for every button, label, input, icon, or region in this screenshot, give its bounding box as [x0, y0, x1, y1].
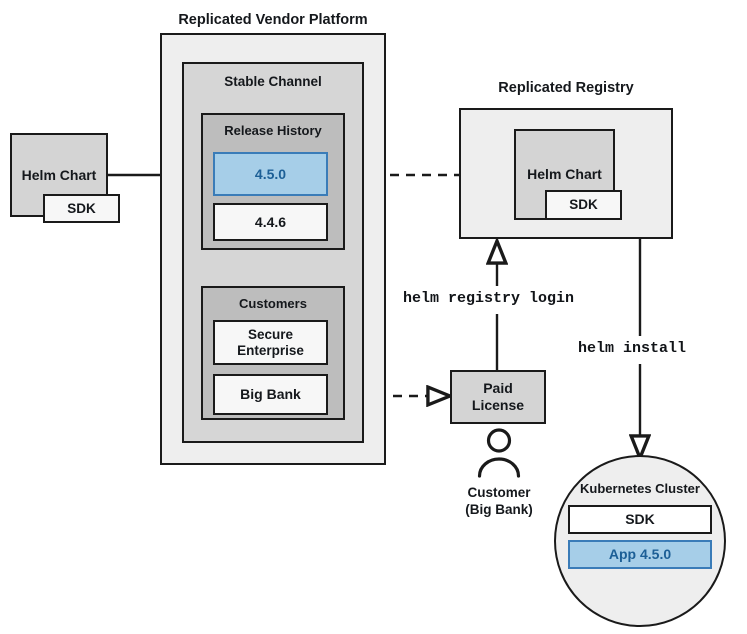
- command-helm-install: helm install: [578, 340, 687, 357]
- release-version-label: 4.5.0: [254, 165, 287, 182]
- paid-license-box[interactable]: Paid License: [450, 370, 546, 424]
- release-item-4-5-0[interactable]: 4.5.0: [213, 152, 328, 196]
- registry-title: Replicated Registry: [498, 80, 634, 96]
- command-helm-registry-login: helm registry login: [403, 290, 575, 307]
- customer-person-icon: [477, 428, 521, 478]
- customer-item-big-bank[interactable]: Big Bank: [213, 374, 328, 415]
- source-helm-chart-label: Helm Chart: [21, 166, 97, 183]
- customer-name-label: Big Bank: [240, 386, 301, 403]
- cluster-component-sdk[interactable]: SDK: [568, 505, 712, 534]
- cluster-component-label: App 4.5.0: [608, 546, 672, 563]
- kubernetes-cluster-label: Kubernetes Cluster: [580, 481, 700, 496]
- customers-label: Customers: [239, 296, 307, 311]
- release-version-label: 4.4.6: [254, 213, 287, 230]
- customer-actor-line2: (Big Bank): [465, 502, 533, 517]
- release-item-4-4-6[interactable]: 4.4.6: [213, 203, 328, 241]
- paid-license-label: Paid License: [471, 380, 525, 413]
- customer-item-secure-enterprise[interactable]: Secure Enterprise: [213, 320, 328, 365]
- registry-sdk-label: SDK: [569, 197, 598, 213]
- stable-channel-label: Stable Channel: [224, 74, 322, 89]
- registry-helm-chart-label: Helm Chart: [527, 166, 602, 183]
- platform-title: Replicated Vendor Platform: [178, 12, 368, 28]
- source-sdk-box[interactable]: SDK: [43, 194, 120, 223]
- release-history-label: Release History: [224, 123, 322, 138]
- customer-actor-line1: Customer: [467, 485, 531, 500]
- registry-sdk-box[interactable]: SDK: [545, 190, 622, 220]
- cluster-component-label: SDK: [625, 511, 655, 528]
- source-sdk-label: SDK: [67, 200, 96, 216]
- customer-name-label: Secure Enterprise: [237, 326, 304, 358]
- cluster-component-app[interactable]: App 4.5.0: [568, 540, 712, 569]
